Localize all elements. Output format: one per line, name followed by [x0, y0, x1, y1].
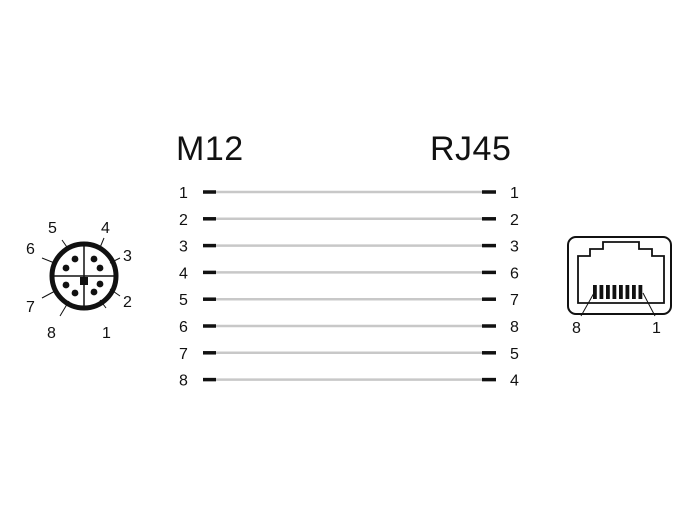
- m12-pin-dot: [90, 255, 98, 263]
- m12-pin-dot: [62, 264, 70, 272]
- rj45-contact: [625, 285, 630, 299]
- m12-pin-leader: [59, 300, 70, 317]
- rj45-pin-number: 8: [510, 319, 519, 336]
- m12-pin-label: 2: [123, 294, 132, 311]
- rj45-contact: [593, 285, 597, 299]
- m12-pin-label: 5: [48, 220, 57, 237]
- rj45-pin-number: 7: [510, 292, 519, 309]
- m12-center-key: [80, 277, 88, 285]
- rj45-pin-number: 3: [510, 239, 519, 256]
- rj45-pin-number: 6: [510, 265, 519, 282]
- m12-pin-leader: [98, 237, 105, 251]
- rj45-contact: [606, 285, 610, 299]
- rj45-title: RJ45: [430, 130, 512, 168]
- m12-pin-leader: [41, 289, 58, 299]
- m12-pin-group: 12 34 56 78: [26, 220, 132, 342]
- m12-title: M12: [176, 130, 244, 168]
- rj45-jack: 8 1: [567, 236, 672, 337]
- m12-pin-dot: [71, 289, 79, 297]
- rj45-pin-number: 4: [510, 373, 519, 390]
- m12-pin-leader: [109, 257, 121, 264]
- m12-pin-number: 1: [179, 185, 188, 202]
- rj45-pin-number: 5: [510, 346, 519, 363]
- m12-pin-leader: [99, 299, 107, 309]
- rj45-pin1-label: 1: [652, 320, 661, 337]
- m12-pin-label: 3: [123, 248, 132, 265]
- m12-pin-number: 5: [179, 292, 188, 309]
- rj45-pin-number: 2: [510, 212, 519, 229]
- m12-pin-number: 7: [179, 346, 188, 363]
- m12-pin-dot: [96, 264, 104, 272]
- rj45-pin8-leader: [580, 292, 595, 317]
- rj45-pin8-label: 8: [572, 320, 581, 337]
- m12-pin-leader: [41, 257, 58, 265]
- rj45-contact: [638, 285, 643, 299]
- m12-pin-label: 7: [26, 299, 35, 316]
- rj45-contact: [619, 285, 623, 299]
- m12-pin-number: 3: [179, 239, 188, 256]
- m12-connector: 12 34 56 78: [26, 220, 132, 342]
- m12-pin-label: 4: [101, 220, 110, 237]
- m12-pin-number: 2: [179, 212, 188, 229]
- rj45-pin-number: 1: [510, 185, 519, 202]
- m12-pin-label: 1: [102, 325, 111, 342]
- m12-pin-leader: [109, 288, 121, 297]
- rj45-pin1-leader: [642, 292, 656, 317]
- m12-pin-number: 6: [179, 319, 188, 336]
- m12-pin-dot: [71, 255, 79, 263]
- rj45-contact: [612, 285, 617, 299]
- rj45-contact: [599, 285, 604, 299]
- rj45-contact: [632, 285, 636, 299]
- m12-pin-dot: [96, 280, 104, 288]
- m12-pin-leader: [61, 239, 70, 251]
- m12-pin-label: 8: [47, 325, 56, 342]
- rj45-contact-group: [593, 285, 643, 299]
- m12-pin-dot: [62, 281, 70, 289]
- m12-pin-number: 8: [179, 373, 188, 390]
- m12-pin-label: 6: [26, 241, 35, 258]
- m12-pin-number: 4: [179, 265, 188, 282]
- m12-pin-dot: [90, 288, 98, 296]
